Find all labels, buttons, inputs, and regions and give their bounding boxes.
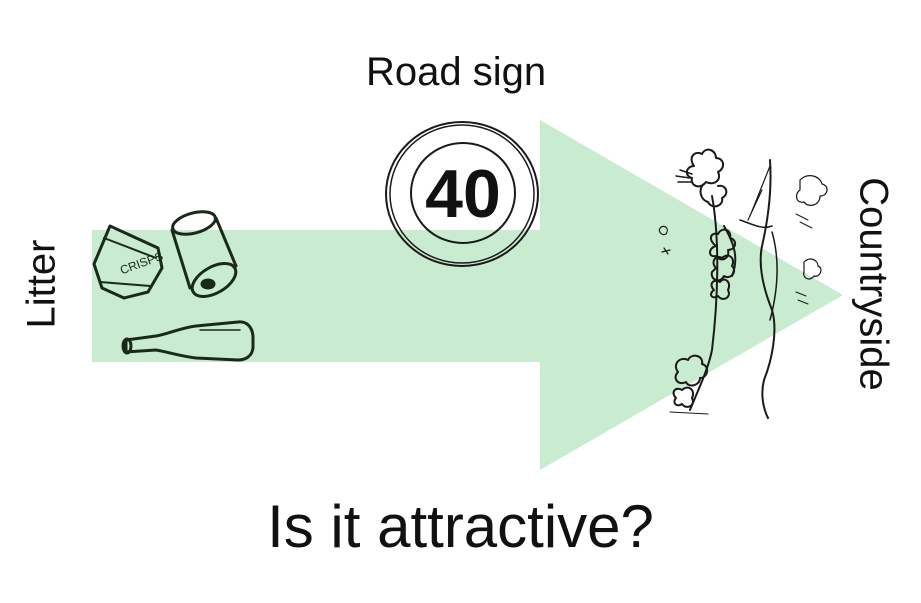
can-icon (170, 210, 238, 298)
bottle-icon (121, 320, 255, 362)
road-sign-icon (385, 121, 539, 267)
road-sign-label: Road sign (366, 50, 547, 94)
arrow-shape (92, 120, 843, 470)
question-text: Is it attractive? (267, 493, 654, 560)
countryside-sketch-icon (658, 148, 828, 419)
countryside-label: Countryside (851, 177, 896, 391)
litter-label: Litter (19, 239, 64, 329)
speed-limit-number: 40 (425, 156, 501, 232)
